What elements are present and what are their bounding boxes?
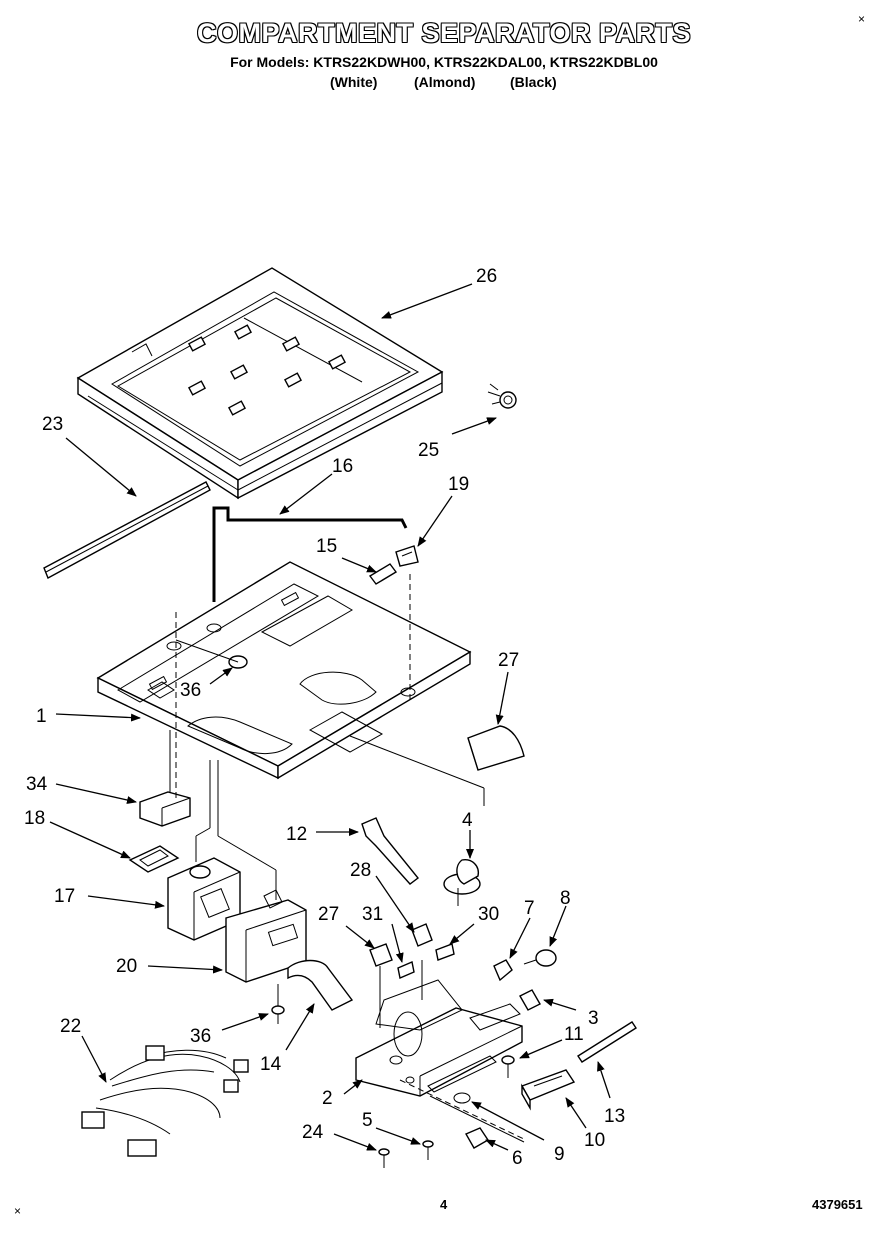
part-8-light-bulb: [523, 949, 557, 967]
page-number: 4: [440, 1197, 448, 1212]
callout-25: 25: [418, 440, 439, 461]
part-26-duct-cover: [467, 725, 525, 771]
callout-17: 17: [54, 886, 75, 907]
part-19-control-housing: [225, 889, 307, 983]
callout-numbers: 26 23 25 16 19 15 36 1 27 34 18 17 12 4 …: [24, 266, 625, 1169]
part-6-connector: [465, 1127, 489, 1149]
callout-6: 6: [512, 1148, 523, 1169]
part-5-screw: [422, 1140, 434, 1160]
part-22-wiring-harness: [81, 1045, 249, 1157]
callout-9: 9: [554, 1144, 565, 1165]
callout-29: 28: [350, 860, 371, 881]
variant-black: (Black): [510, 74, 557, 90]
color-variants: (White) (Almond) (Black): [330, 74, 570, 92]
corner-mark-bottom-left: ×: [14, 1204, 22, 1218]
callout-23: 23: [42, 414, 63, 435]
callout-34: 34: [26, 774, 48, 795]
part-9-washer: [453, 1092, 471, 1104]
part-36-lower-screw: [271, 984, 285, 1024]
callout-10: 10: [584, 1130, 605, 1151]
part-7-lamp-socket: [493, 959, 513, 982]
callout-24: 24: [302, 1122, 324, 1143]
variant-white: (White): [330, 74, 378, 90]
part-4-damper-knob: [443, 859, 481, 895]
callout-36-lower: 36: [190, 1026, 211, 1047]
part-number: 4379651: [812, 1197, 863, 1212]
callout-31: 31: [362, 904, 383, 925]
corner-mark-top-right: ×: [858, 12, 866, 26]
callout-27: 26: [476, 266, 497, 287]
callout-3: 3: [588, 1008, 599, 1029]
part-16-wire: [212, 506, 408, 602]
part-29-clip: [411, 923, 433, 947]
part-23-trim-strip: [43, 481, 211, 579]
callout-26: 27: [498, 650, 519, 671]
callout-11: 11: [564, 1024, 584, 1045]
part-11-screw: [501, 1055, 515, 1078]
leader-lines: [49, 283, 611, 1151]
callout-2: 2: [322, 1088, 333, 1109]
callout-7: 7: [524, 898, 535, 919]
callout-14: 14: [260, 1054, 282, 1075]
part-17-damper-control: [167, 857, 241, 941]
variant-almond: (Almond): [414, 74, 476, 90]
callout-16: 16: [332, 456, 353, 477]
callout-12: 12: [286, 824, 307, 845]
part-36-upper-screw: [175, 639, 248, 669]
callout-36-upper: 36: [180, 680, 201, 701]
alignment-lines: [169, 574, 527, 1143]
part-2-control-housing: [355, 979, 523, 1097]
part-31-label: [397, 961, 415, 979]
page-title: COMPARTMENT SEPARATOR PARTS: [196, 18, 691, 48]
part-15-sensor-plate: [368, 563, 398, 585]
part-3-mount-bracket: [519, 989, 541, 1011]
part-28-bracket: [369, 943, 393, 967]
part-24-screw: [378, 1148, 390, 1168]
callout-8: 8: [560, 888, 571, 909]
callout-18: 18: [24, 808, 45, 829]
part-1-separator-tray: [96, 561, 472, 780]
part-20-bracket: [395, 545, 419, 567]
callout-15: 15: [316, 536, 337, 557]
callout-19: 20: [116, 956, 137, 977]
part-10-light-switch: [520, 1069, 576, 1111]
callout-22: 22: [60, 1016, 81, 1037]
part-30-label: [435, 943, 455, 961]
part-25-clip: [487, 383, 517, 409]
callout-30: 30: [478, 904, 499, 925]
callout-1: 1: [36, 706, 47, 727]
part-18-gasket: [128, 845, 180, 873]
callout-20: 19: [448, 474, 469, 495]
callout-4: 4: [462, 810, 473, 831]
callout-13: 13: [604, 1106, 625, 1127]
models-line: For Models: KTRS22KDWH00, KTRS22KDAL00, …: [230, 54, 658, 70]
part-34-sensor-housing: [139, 791, 191, 827]
part-14-duct-flap: [287, 959, 354, 1011]
callout-5: 5: [362, 1110, 373, 1131]
callout-28: 27: [318, 904, 339, 925]
part-12-spring-clip: [361, 817, 420, 885]
part-27-shelf-frame: [76, 267, 444, 500]
part-13-rod: [577, 1021, 637, 1063]
